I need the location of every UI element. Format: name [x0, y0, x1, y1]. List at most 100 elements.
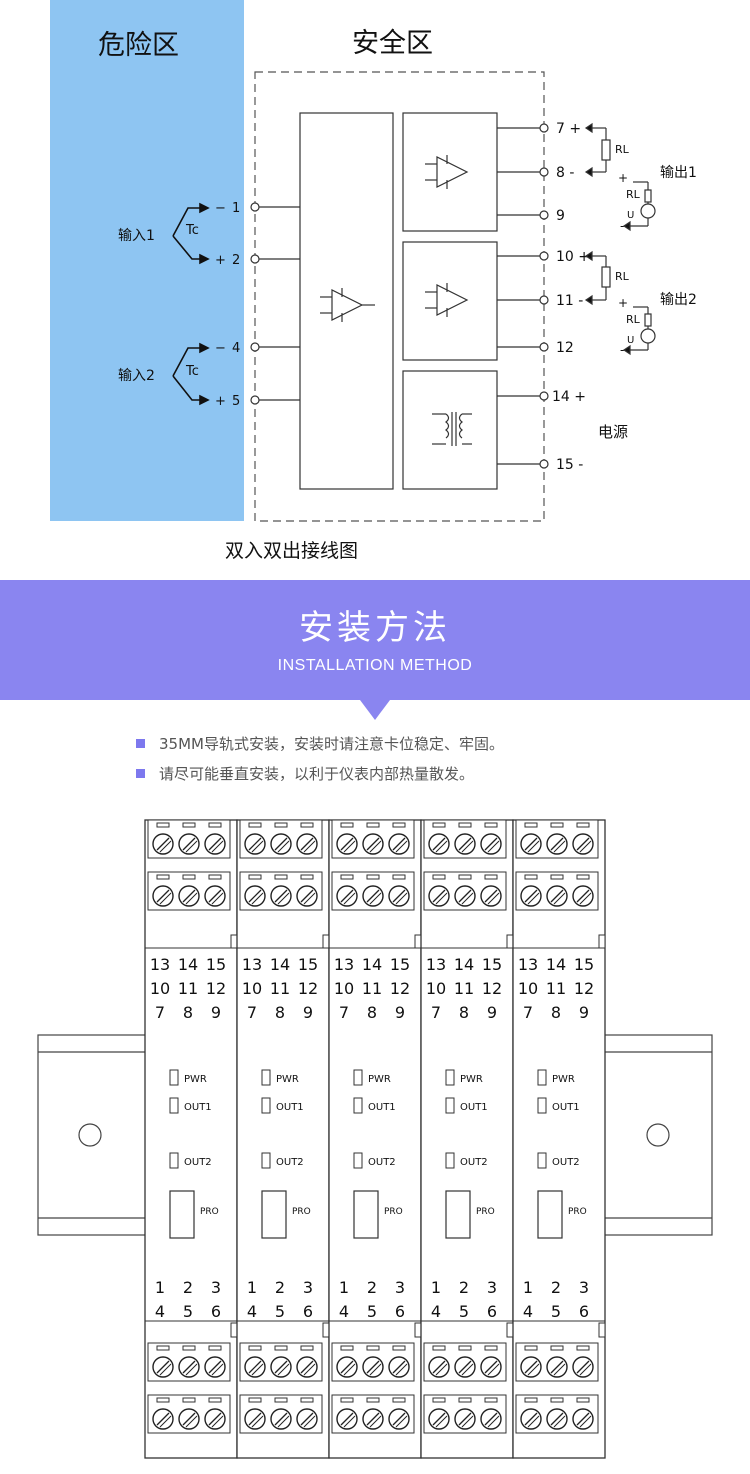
output1-label: 输出1 [660, 165, 697, 181]
terminal-5-num: 5 [232, 394, 240, 409]
screw-groove [182, 837, 196, 851]
screw-slot-icon [524, 1397, 538, 1403]
led-indicator [169, 1097, 179, 1114]
screw-slot-icon [248, 874, 262, 880]
terminal-number: 8 [459, 1003, 469, 1022]
latch-icon [598, 934, 606, 949]
screw-groove [159, 840, 172, 853]
output2-u: U [627, 335, 634, 346]
terminal-number: 15 [390, 955, 410, 974]
screw-groove [208, 1412, 222, 1426]
terminal-number: 7 [431, 1003, 441, 1022]
screw-groove [211, 892, 224, 905]
terminal-number: 4 [155, 1302, 165, 1321]
latch-icon [322, 934, 330, 949]
screw-slot-icon [300, 874, 314, 880]
screw-groove [211, 1363, 224, 1376]
terminal-number: 9 [211, 1003, 221, 1022]
screw-slot-icon [432, 822, 446, 828]
screw-slot-icon [340, 822, 354, 828]
screw-groove [185, 892, 198, 905]
screw-slot-icon [366, 874, 380, 880]
terminal-number: 4 [339, 1302, 349, 1321]
screw-groove [277, 1363, 290, 1376]
latch-icon [414, 1322, 422, 1338]
screw-slot-icon [156, 1397, 170, 1403]
screw-groove [274, 837, 288, 851]
terminal-number: 13 [426, 955, 446, 974]
terminal-number: 12 [298, 979, 318, 998]
terminal-number: 15 [574, 955, 594, 974]
terminal-number: 8 [183, 1003, 193, 1022]
screw-groove [458, 1412, 472, 1426]
screw-slot-icon [432, 874, 446, 880]
terminal-11: 11 - [556, 293, 583, 309]
terminal-number: 8 [367, 1003, 377, 1022]
led-label: OUT1 [460, 1102, 488, 1113]
terminal-4-sign: − [215, 341, 226, 356]
note-item: 35MM导轨式安装，安装时请注意卡位稳定、牢固。 [136, 728, 696, 758]
screw-groove [185, 1415, 198, 1428]
output1-amplifier-icon [425, 155, 469, 189]
screw-groove [156, 889, 170, 903]
screw-groove [208, 837, 222, 851]
screw-slot-icon [274, 874, 288, 880]
screw-groove [524, 889, 538, 903]
screw-groove [458, 1360, 472, 1374]
output2-minus: - [620, 343, 624, 357]
note-text: 35MM导轨式安装，安装时请注意卡位稳定、牢固。 [159, 734, 504, 753]
latch-icon [506, 1322, 514, 1338]
screw-groove [366, 1412, 380, 1426]
terminal-number: 11 [454, 979, 474, 998]
led-label: PWR [460, 1074, 483, 1085]
screw-groove [392, 889, 406, 903]
screw-groove [185, 840, 198, 853]
led-label: OUT2 [368, 1157, 396, 1168]
terminal-number: 3 [395, 1278, 405, 1297]
terminal-number: 10 [518, 979, 538, 998]
screw-groove [369, 840, 382, 853]
rl1-top-label: RL [615, 143, 630, 156]
screw-groove [550, 1412, 564, 1426]
screw-groove [553, 892, 566, 905]
led-indicator [169, 1069, 179, 1086]
screw-groove [366, 1360, 380, 1374]
terminal-number: 11 [362, 979, 382, 998]
program-window [537, 1190, 563, 1239]
latch-icon [414, 934, 422, 949]
terminal-number: 14 [362, 955, 382, 974]
screw-slot-icon [248, 822, 262, 828]
terminal-8: 8 - [556, 165, 574, 181]
terminal-number: 2 [275, 1278, 285, 1297]
screw-slot-icon [392, 874, 406, 880]
rl2-top-label: RL [615, 270, 630, 283]
screw-groove [156, 1360, 170, 1374]
screw-groove [274, 889, 288, 903]
led-indicator [537, 1069, 547, 1086]
banner-pointer [360, 700, 390, 720]
screw-groove [343, 892, 356, 905]
screw-groove [395, 892, 408, 905]
terminal-number: 10 [150, 979, 170, 998]
screw-groove [277, 892, 290, 905]
screw-groove [274, 1360, 288, 1374]
thermocouple-1-icon [172, 202, 210, 265]
terminal-12: 12 [556, 340, 574, 356]
terminal-number: 4 [247, 1302, 257, 1321]
terminal-number: 14 [178, 955, 198, 974]
terminal-number: 9 [487, 1003, 497, 1022]
program-window [445, 1190, 471, 1239]
screw-groove [576, 837, 590, 851]
screw-slot-icon [248, 1397, 262, 1403]
screw-groove [392, 1360, 406, 1374]
terminal-15: 15 - [556, 457, 583, 473]
led-label: PWR [368, 1074, 391, 1085]
led-indicator [261, 1097, 271, 1114]
screw-slot-icon [576, 874, 590, 880]
screw-slot-icon [182, 822, 196, 828]
led-label: OUT1 [552, 1102, 580, 1113]
